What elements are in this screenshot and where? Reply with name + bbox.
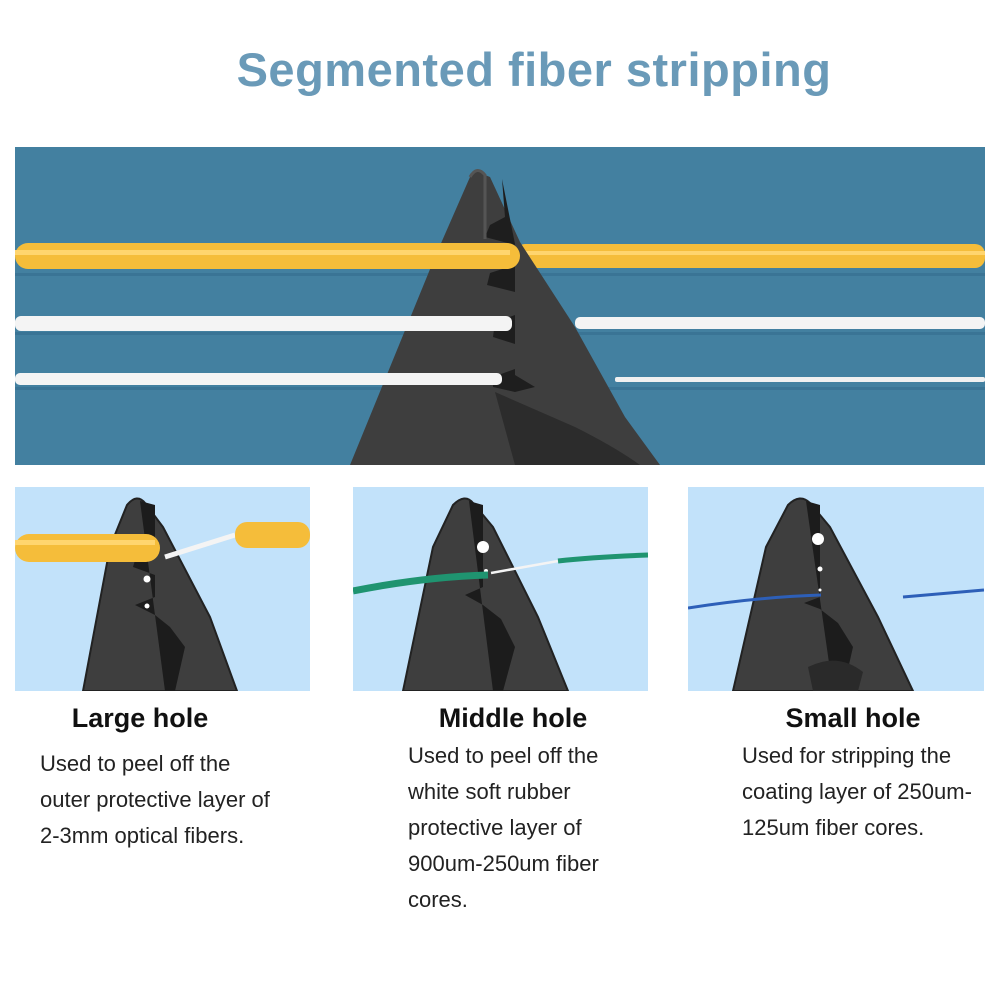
- white-fiber-right: [575, 317, 985, 329]
- blue-fiber-left: [688, 593, 822, 610]
- large-hole-title: Large hole: [71, 703, 209, 733]
- middle-hole-illustration: [353, 487, 648, 691]
- thin-fiber-right: [615, 377, 985, 382]
- panel-middle-hole: [353, 487, 648, 691]
- yellow-fiber-left: [15, 243, 520, 269]
- yellow-fiber-right: [515, 244, 985, 268]
- large-hole-description: Used to peel off the outer protective la…: [40, 751, 270, 848]
- stripper-jaw-illustration: [15, 147, 985, 465]
- large-hole-illustration: [15, 487, 310, 691]
- green-fiber-left: [353, 571, 489, 595]
- yellow-fiber-right: [235, 522, 310, 548]
- tool-jaw: [731, 497, 915, 691]
- white-fiber-lower-left: [15, 373, 502, 385]
- panel-large-hole: [15, 487, 310, 691]
- panel-small-hole: [688, 487, 984, 691]
- page-title: Segmented fiber stripping: [236, 43, 832, 96]
- yellow-fiber-left: [15, 534, 160, 562]
- blue-fiber-right: [902, 588, 984, 599]
- small-hole-title: Small hole: [785, 703, 921, 733]
- hero-illustration: [15, 147, 985, 465]
- white-fiber-left: [15, 316, 512, 331]
- green-fiber-right: [557, 552, 648, 564]
- middle-hole-title: Middle hole: [438, 703, 588, 733]
- small-hole-description: Used for stripping the coating layer of …: [742, 743, 972, 840]
- small-hole-illustration: [688, 487, 984, 691]
- middle-hole-description: Used to peel off the white soft rubber p…: [408, 743, 599, 912]
- tool-jaw: [401, 497, 570, 691]
